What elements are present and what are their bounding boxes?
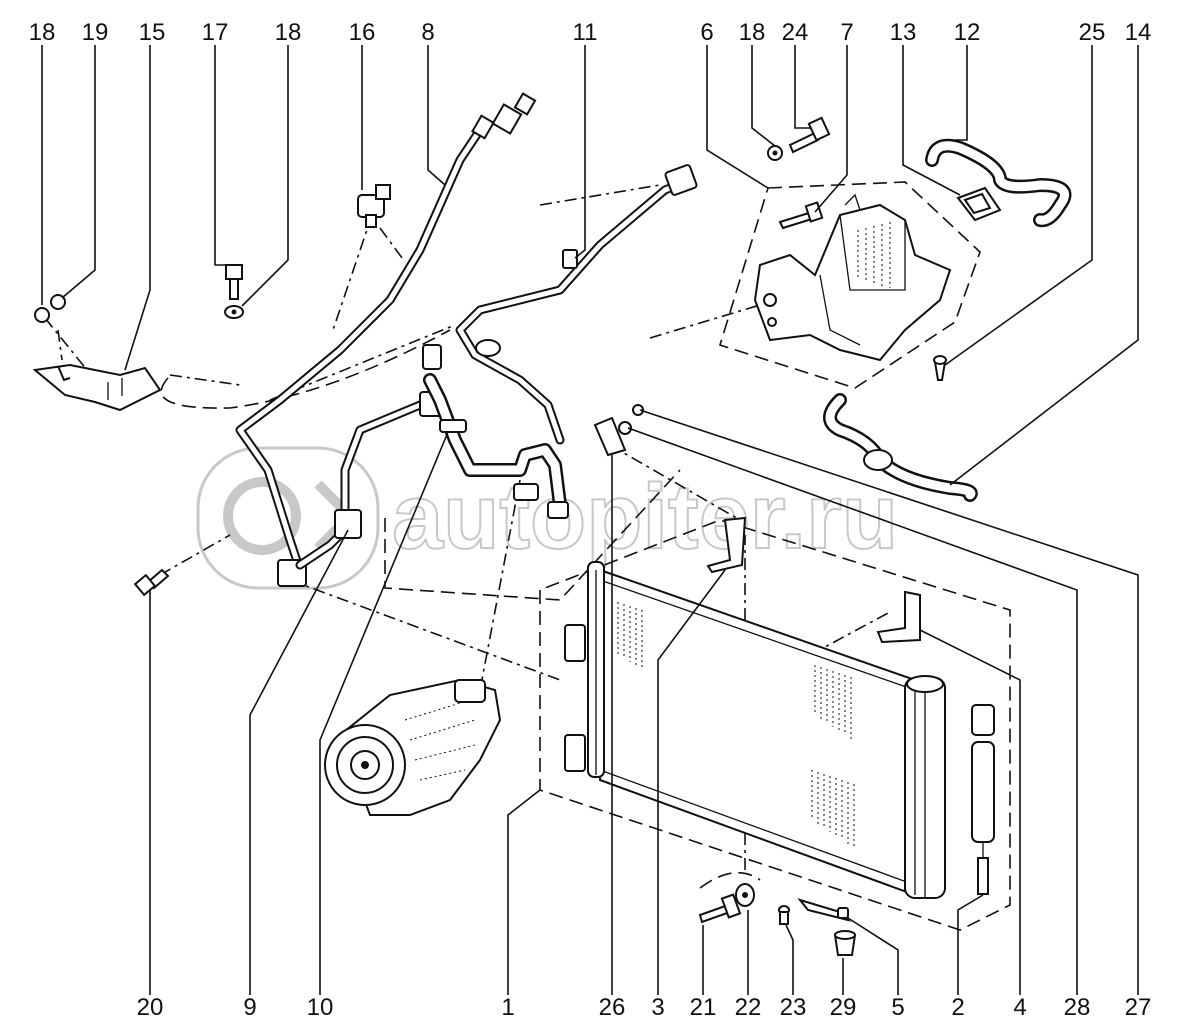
hose-12 — [925, 138, 1072, 228]
watermark: autopiter.ru — [196, 446, 899, 590]
callout-bottom-14: 28 — [1064, 994, 1091, 1021]
watermark-logo-frame — [196, 446, 380, 590]
callout-top-3: 15 — [139, 19, 166, 46]
callout-bottom-7: 21 — [690, 994, 717, 1021]
pipe-8 — [235, 92, 537, 587]
hose-10 — [422, 344, 569, 519]
watermark-text: autopiter.ru — [392, 466, 898, 568]
evaporator-fasteners — [767, 116, 1002, 381]
callout-top-8: 11 — [573, 19, 598, 46]
arrow-18-19 — [57, 329, 63, 361]
callout-top-7: 8 — [421, 19, 434, 46]
arrow-16-to-8 — [332, 214, 373, 331]
callout-top-16: 14 — [1125, 19, 1152, 46]
callout-bottom-10: 29 — [830, 994, 857, 1021]
callout-bottom-6: 3 — [651, 994, 664, 1021]
watermark-logo-circle — [223, 477, 301, 555]
lower-dashed-arc — [699, 871, 761, 889]
pipe-11 — [455, 164, 698, 445]
callout-top-15: 25 — [1079, 19, 1106, 46]
callouts-bottom: 20 9 10 1 26 3 21 22 23 29 5 2 4 28 27 — [137, 994, 1152, 1021]
callout-bottom-1: 20 — [137, 994, 164, 1021]
callout-bottom-15: 27 — [1125, 994, 1152, 1021]
bracket-4 — [876, 590, 921, 644]
arrow-evap-pipe — [539, 184, 661, 206]
condenser — [564, 561, 946, 899]
callouts-top: 18 19 15 17 18 16 8 11 6 18 24 7 13 12 2… — [29, 19, 1152, 46]
compressor — [324, 678, 502, 816]
bracket-26 — [593, 404, 644, 457]
arrow-20-line — [159, 534, 231, 576]
bolt-20 — [133, 568, 170, 597]
callout-bottom-13: 4 — [1013, 994, 1026, 1021]
callout-bottom-12: 2 — [951, 994, 964, 1021]
receiver-drier — [971, 704, 995, 895]
callout-top-9: 6 — [700, 19, 713, 46]
arrow-15-pipe — [169, 374, 241, 386]
callout-top-2: 19 — [82, 19, 109, 46]
callout-top-13: 13 — [890, 19, 917, 46]
bracket-3 — [706, 516, 747, 574]
evaporator-unit — [753, 193, 952, 362]
compressor-zone-outline — [384, 469, 681, 601]
arrow-evap-pipe2 — [649, 304, 761, 339]
arrow-cond-line — [289, 579, 561, 681]
bolt-17 — [224, 264, 244, 319]
callout-bottom-11: 5 — [891, 994, 904, 1021]
leader-lines — [41, 45, 1139, 995]
callout-bottom-4: 1 — [501, 994, 514, 1021]
callout-top-5: 18 — [275, 19, 302, 46]
callout-top-11: 24 — [782, 19, 809, 46]
sensor-16 — [357, 184, 391, 228]
callout-bottom-3: 10 — [307, 994, 334, 1021]
arrow-hose-comp — [479, 479, 521, 691]
callout-top-10: 18 — [739, 19, 766, 46]
callout-top-1: 18 — [29, 19, 56, 46]
bracket-15 — [32, 294, 162, 412]
callout-top-4: 17 — [202, 19, 229, 46]
bottom-fasteners — [698, 883, 857, 956]
evaporator-group-outline — [719, 181, 981, 389]
callout-bottom-2: 9 — [243, 994, 256, 1021]
callout-top-12: 7 — [840, 19, 853, 46]
callout-bottom-8: 22 — [735, 994, 762, 1021]
callout-bottom-9: 23 — [780, 994, 807, 1021]
callout-top-6: 16 — [349, 19, 376, 46]
bracket-dashed-arc — [160, 329, 451, 409]
callout-bottom-5: 26 — [599, 994, 626, 1021]
arrow-16-to-8b — [379, 227, 406, 263]
callout-top-14: 12 — [954, 19, 981, 46]
hose-14 — [823, 393, 978, 502]
arrow-26 — [609, 444, 741, 521]
